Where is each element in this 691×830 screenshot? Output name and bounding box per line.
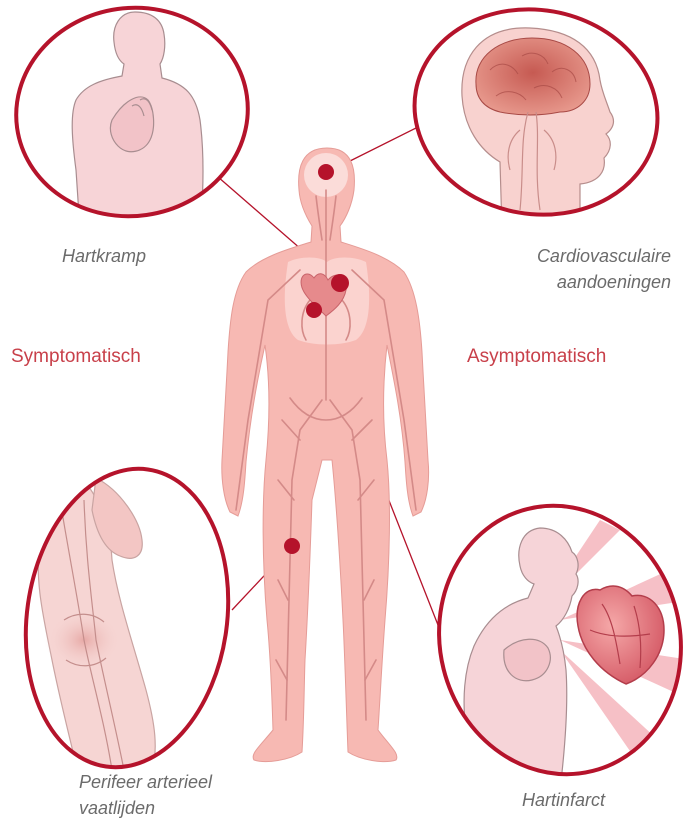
- label-cardiovascular: Cardiovasculaire aandoeningen: [537, 243, 671, 295]
- label-pad-line1: Perifeer arterieel: [79, 772, 212, 792]
- label-cardiovascular-line1: Cardiovasculaire: [537, 246, 671, 266]
- label-pad-line2: vaatlijden: [79, 798, 155, 818]
- inset-angina: [0, 0, 261, 231]
- hotspot-heart: [331, 274, 349, 292]
- hotspot-chest: [306, 302, 322, 318]
- human-body: [222, 148, 429, 762]
- hotspot-brain: [318, 164, 334, 180]
- label-infarction: Hartinfarct: [522, 787, 605, 813]
- label-asymptomatic: Asymptomatisch: [467, 344, 606, 370]
- label-angina: Hartkramp: [62, 243, 146, 269]
- label-cardiovascular-line2: aandoeningen: [557, 272, 671, 292]
- label-pad: Perifeer arterieel vaatlijden: [79, 769, 212, 821]
- label-symptomatic: Symptomatisch: [11, 344, 141, 370]
- hotspot-leg: [284, 538, 300, 554]
- inset-brain: [398, 0, 691, 234]
- inset-heart-attack: [411, 480, 691, 800]
- inset-knee: [0, 456, 260, 790]
